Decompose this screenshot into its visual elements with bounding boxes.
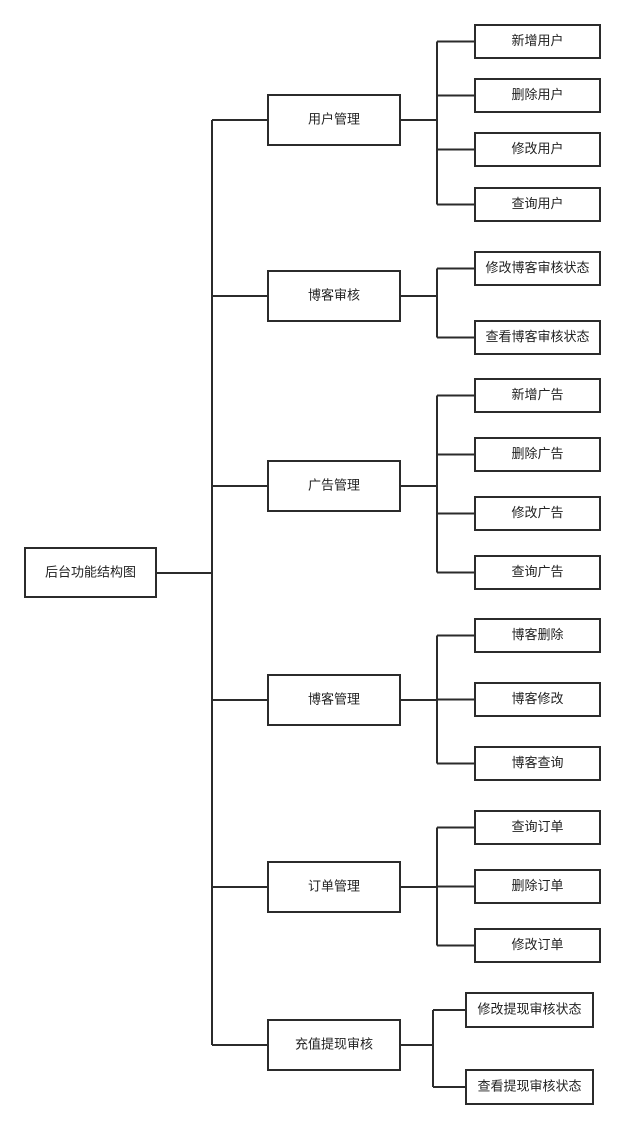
leaf-label: 查询用户 [511, 196, 563, 212]
module-label: 订单管理 [308, 880, 360, 895]
leaf-node: 删除用户 [474, 78, 601, 113]
leaf-label: 删除广告 [511, 447, 563, 462]
module-label: 充值提现审核 [295, 1037, 373, 1053]
root-node: 后台功能结构图 [24, 547, 157, 598]
module-label: 博客管理 [308, 692, 360, 708]
leaf-node: 修改订单 [474, 928, 601, 963]
leaf-label: 查询广告 [511, 565, 563, 580]
leaf-node: 查询广告 [474, 555, 601, 590]
leaf-node: 查询用户 [474, 187, 601, 222]
leaf-node: 修改广告 [474, 496, 601, 531]
leaf-node: 修改博客审核状态 [474, 251, 601, 286]
leaf-label: 删除订单 [511, 879, 563, 894]
module-node-order-management: 订单管理 [267, 861, 401, 913]
leaf-node: 博客删除 [474, 618, 601, 653]
leaf-node: 查询订单 [474, 810, 601, 845]
leaf-label: 新增广告 [511, 387, 563, 403]
leaf-node: 新增广告 [474, 378, 601, 413]
leaf-label: 查看提现审核状态 [477, 1079, 581, 1095]
module-label: 用户管理 [308, 112, 360, 128]
module-node-ad-management: 广告管理 [267, 460, 401, 512]
leaf-label: 新增用户 [511, 33, 563, 49]
leaf-node: 博客查询 [474, 746, 601, 781]
leaf-label: 修改订单 [511, 938, 563, 953]
connector-lines [156, 40, 475, 1088]
module-node-blog-review: 博客审核 [267, 270, 401, 322]
leaf-label: 修改博客审核状态 [485, 260, 589, 276]
leaf-label: 博客删除 [511, 627, 563, 643]
module-label: 广告管理 [308, 479, 360, 494]
module-node-blog-management: 博客管理 [267, 674, 401, 726]
leaf-label: 修改提现审核状态 [477, 1002, 581, 1018]
leaf-node: 博客修改 [474, 682, 601, 717]
leaf-label: 删除用户 [511, 87, 563, 103]
root-label: 后台功能结构图 [45, 566, 136, 581]
leaf-node: 删除订单 [474, 869, 601, 904]
leaf-node: 查看博客审核状态 [474, 320, 601, 355]
module-node-user-management: 用户管理 [267, 94, 401, 146]
leaf-label: 博客查询 [511, 755, 563, 771]
module-node-recharge-withdraw-review: 充值提现审核 [267, 1019, 401, 1071]
leaf-node: 删除广告 [474, 437, 601, 472]
leaf-node: 修改提现审核状态 [465, 992, 594, 1028]
leaf-node: 修改用户 [474, 132, 601, 167]
leaf-label: 修改用户 [511, 141, 563, 157]
module-label: 博客审核 [308, 288, 360, 304]
leaf-label: 查询订单 [511, 820, 563, 835]
leaf-node: 查看提现审核状态 [465, 1069, 594, 1105]
leaf-node: 新增用户 [474, 24, 601, 59]
leaf-label: 修改广告 [511, 506, 563, 521]
leaf-label: 查看博客审核状态 [485, 329, 589, 345]
leaf-label: 博客修改 [511, 691, 563, 707]
